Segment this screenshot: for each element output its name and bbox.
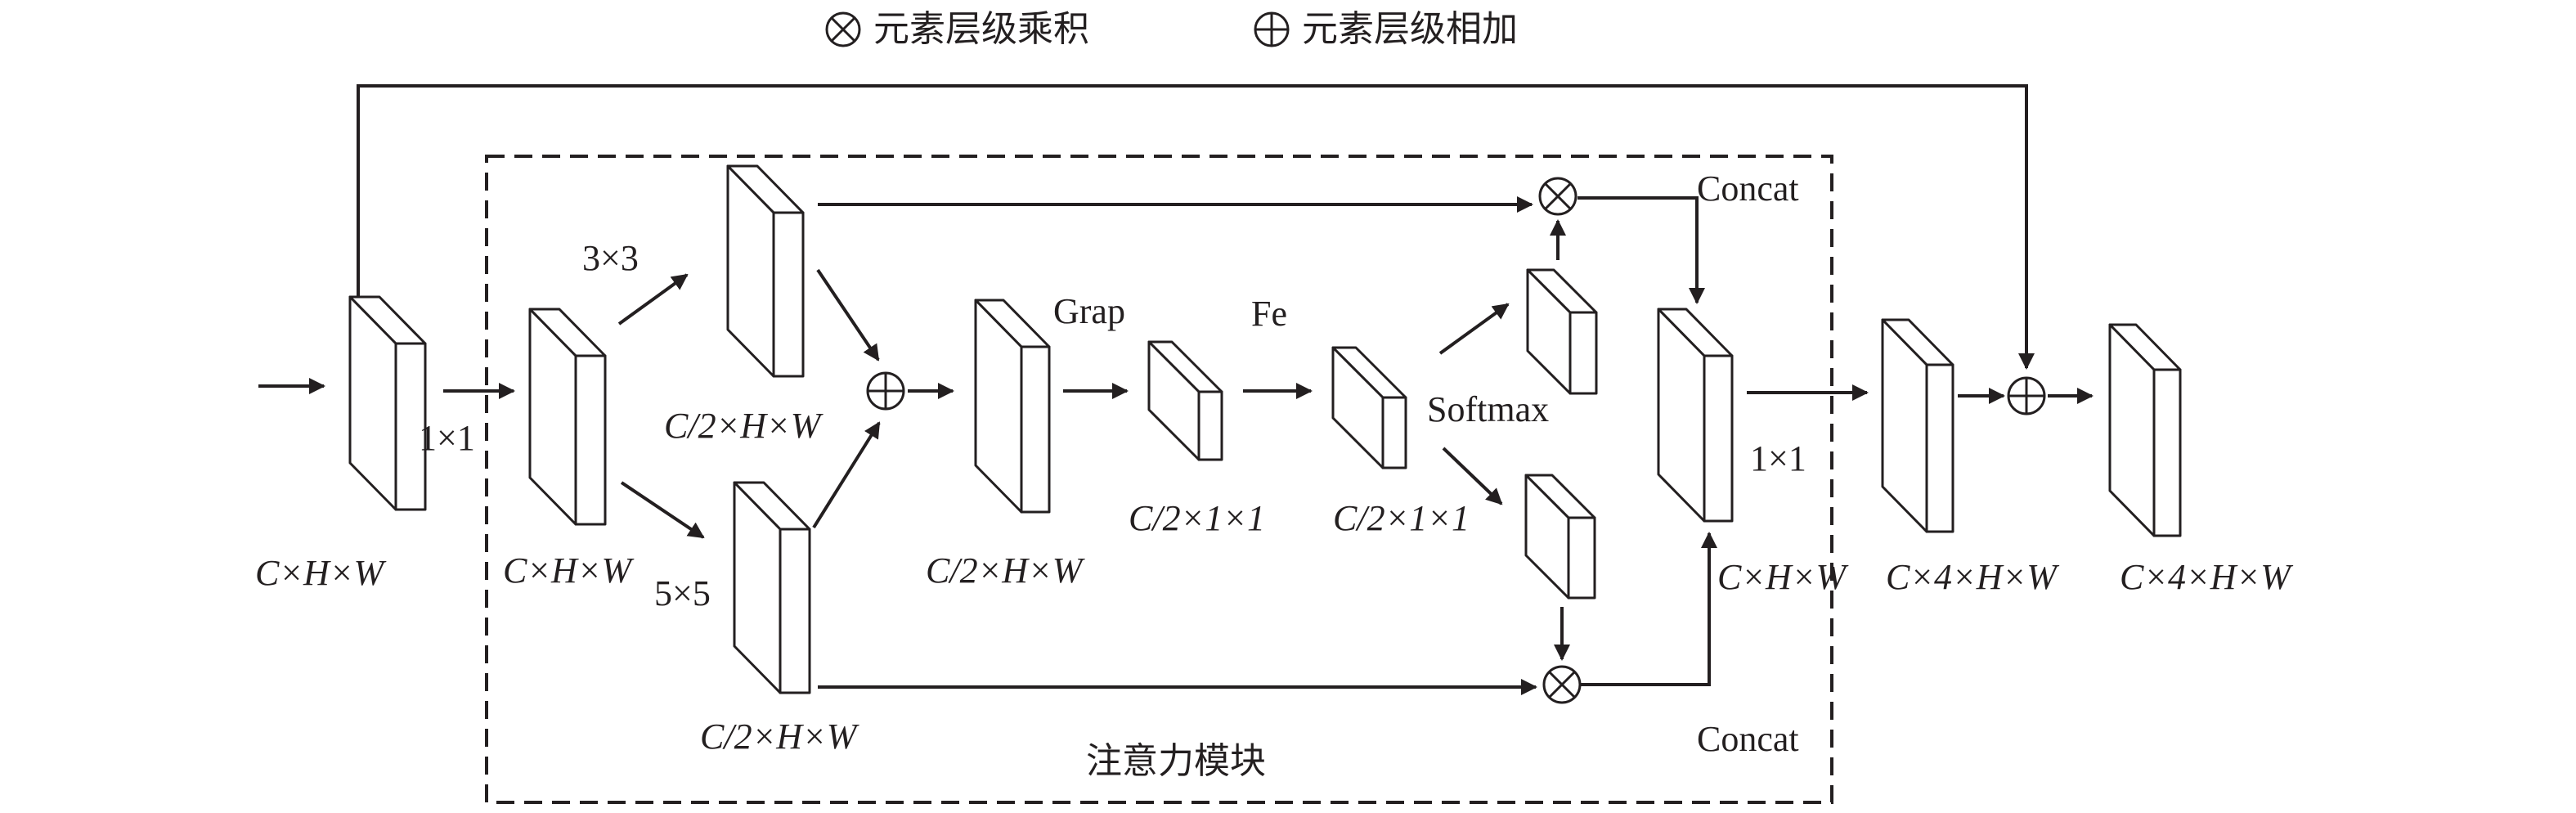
gap-out-dim-label: C/2×1×1	[1129, 498, 1265, 538]
add-legend-icon	[1254, 11, 1290, 47]
gap-op-label: Grap	[1053, 291, 1125, 331]
attention-module-boundary	[485, 155, 1833, 804]
branch5-to-add-arrow	[812, 421, 881, 529]
conv1x1-out-feature-map	[1881, 318, 1954, 533]
legend: 元素层级乘积 元素层级相加	[825, 8, 1518, 50]
concat-out-dim-label: C×H×W	[1717, 557, 1849, 597]
softmax-op-label: Softmax	[1427, 389, 1549, 429]
conv5x5-label: 5×5	[654, 573, 711, 613]
skip-connection-line	[357, 84, 2035, 370]
softmax-top-weight	[1526, 268, 1598, 395]
legend-multiply-label: 元素层级乘积	[873, 8, 1089, 50]
conv3x3-label: 3×3	[582, 238, 639, 278]
fc-to-softmax-bottom-arrow	[1442, 447, 1503, 505]
bottom-mul-to-concat-arrow	[1581, 532, 1717, 686]
fused-dim-label: C/2×H×W	[926, 550, 1085, 591]
conv1x1-out-label: 1×1	[1750, 438, 1806, 478]
concat-feature-map	[1657, 308, 1734, 523]
branch3-dim-label: C/2×H×W	[664, 406, 824, 446]
output-feature-map	[2108, 323, 2182, 537]
input-feature-map	[348, 295, 427, 511]
branch5-feature-map	[733, 481, 811, 694]
top-mul-to-concat-arrow	[1577, 196, 1705, 304]
to-branch3-arrow	[617, 273, 689, 326]
gap-vector	[1147, 340, 1223, 461]
connection-arrows	[258, 196, 2094, 695]
branch3-feature-map	[726, 164, 805, 378]
fused-feature-map	[974, 299, 1051, 514]
bottom-multiply-op	[1542, 665, 1582, 704]
multiply-legend-icon	[825, 11, 861, 47]
fc-op-label: Fe	[1251, 294, 1287, 334]
after-conv1-dim-label: C×H×W	[503, 550, 635, 591]
branch5-dim-label: C/2×H×W	[700, 716, 859, 757]
attention-module-label: 注意力模块	[1086, 740, 1266, 782]
branch-add-op	[866, 371, 905, 411]
to-branch5-arrow	[620, 481, 705, 539]
fc-vector	[1331, 346, 1407, 469]
conv1-feature-map	[528, 308, 607, 526]
fc-to-softmax-top-arrow	[1438, 303, 1510, 355]
after-1x1-dim-label: C×4×H×W	[1886, 557, 2059, 597]
top-multiply-op	[1538, 177, 1577, 216]
concat-bottom-label: Concat	[1697, 719, 1799, 759]
fc-out-dim-label: C/2×1×1	[1333, 498, 1470, 538]
softmax-bottom-weight	[1524, 474, 1596, 600]
residual-add-op	[2007, 376, 2046, 415]
concat-top-label: Concat	[1697, 168, 1799, 209]
legend-add-label: 元素层级相加	[1302, 8, 1518, 50]
branch3-to-add-arrow	[816, 268, 880, 362]
output-dim-label: C×4×H×W	[2120, 557, 2293, 597]
conv1x1-in-label: 1×1	[419, 418, 475, 458]
input-dim-label: C×H×W	[255, 553, 387, 593]
